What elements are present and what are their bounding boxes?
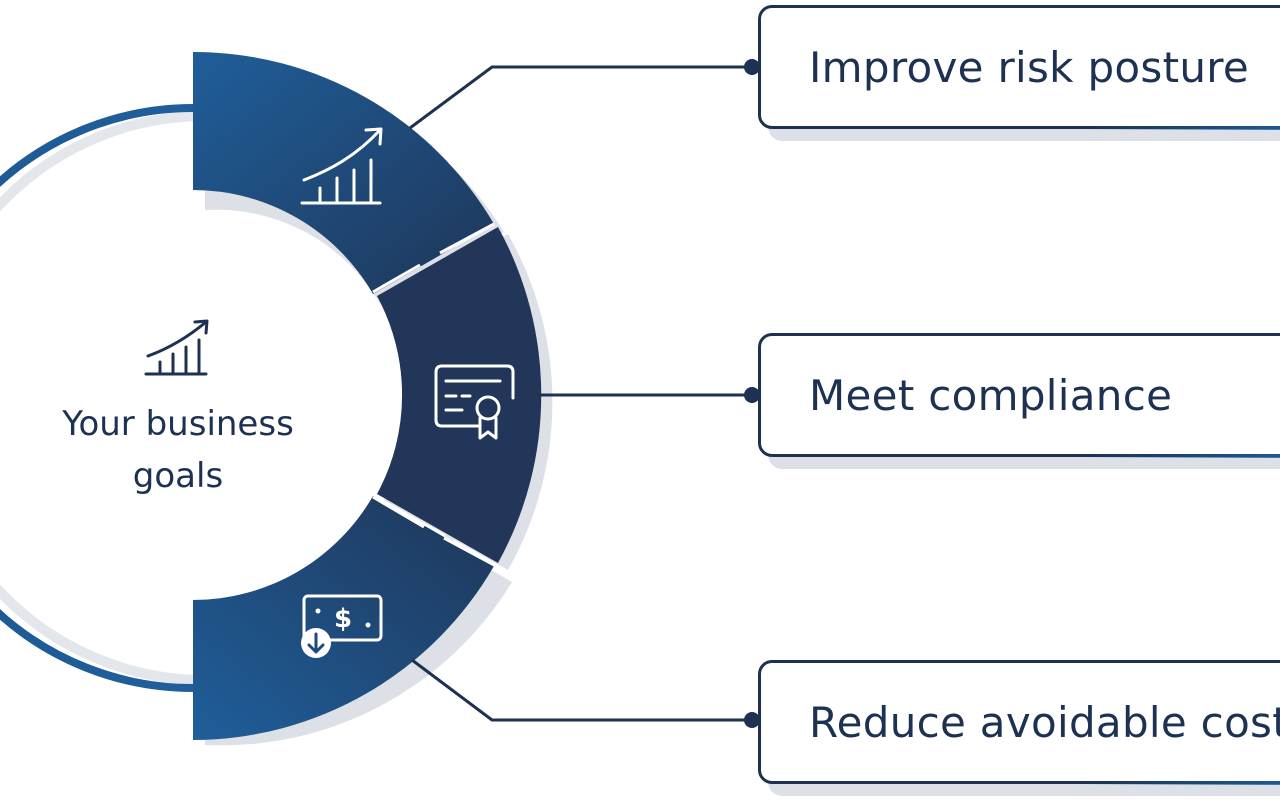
svg-text:$: $ xyxy=(334,604,352,634)
divider-bottom-outer xyxy=(443,536,497,568)
goal-label: Improve risk posture xyxy=(809,42,1250,92)
divider-top-inner xyxy=(372,263,421,294)
segment-middle xyxy=(377,227,542,563)
goal-card-improve-risk-posture: Improve risk posture xyxy=(758,5,1280,130)
segment-bottom xyxy=(193,496,494,740)
goal-card-meet-compliance: Meet compliance xyxy=(758,333,1280,458)
outer-ring xyxy=(0,104,194,692)
goal-label: Reduce avoidable costs xyxy=(809,697,1280,747)
connector-dot-1 xyxy=(744,59,760,75)
connector-dot-3 xyxy=(744,712,760,728)
certificate-icon xyxy=(434,364,515,440)
connector-3 xyxy=(411,658,750,722)
segment-top xyxy=(193,51,494,295)
center-title: Your business goals xyxy=(62,404,294,496)
cost-reduction-icon: $ xyxy=(301,594,383,658)
goal-card-reduce-avoidable-costs: Reduce avoidable costs xyxy=(758,660,1280,785)
divider-bottom-inner xyxy=(372,495,425,529)
growth-chart-icon xyxy=(300,127,383,205)
center-growth-chart-icon xyxy=(144,319,209,376)
connector-1 xyxy=(409,65,750,130)
goal-label: Meet compliance xyxy=(809,370,1173,420)
connector-dot-2 xyxy=(744,387,760,403)
divider-top-outer xyxy=(439,222,495,255)
